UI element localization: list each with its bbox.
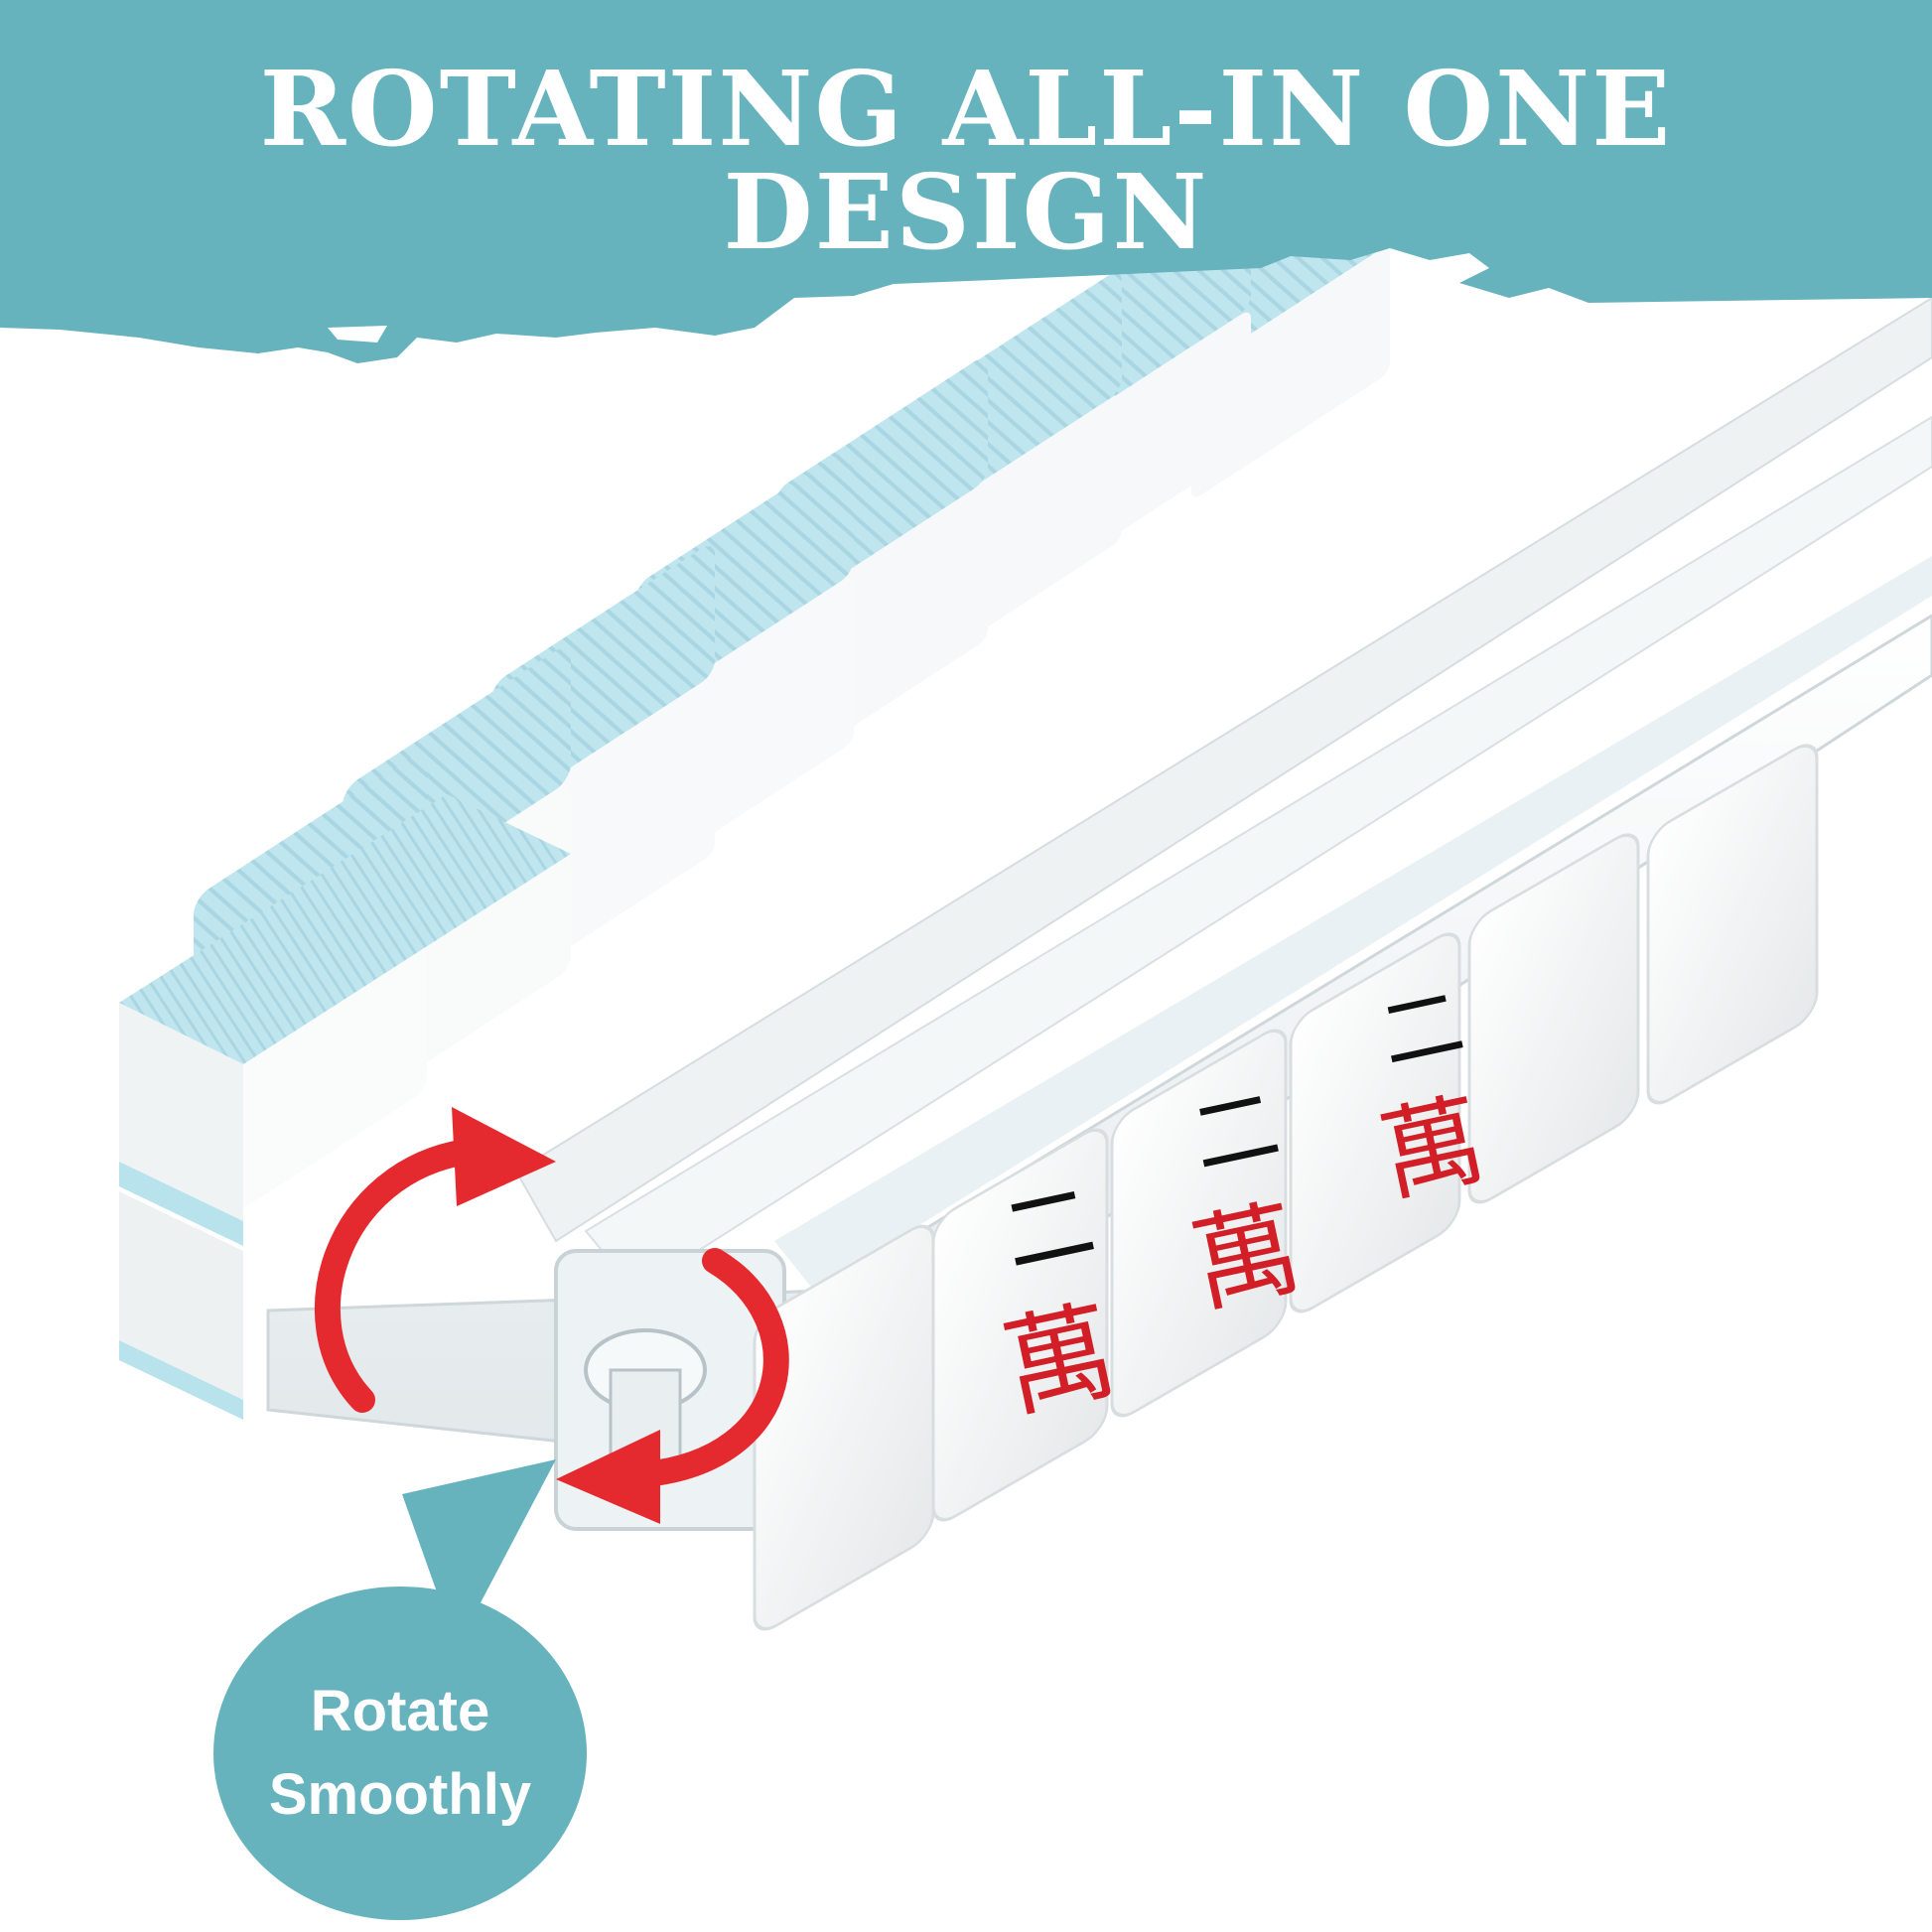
callout-line-1: Rotate [310,1679,490,1743]
speech-bubble [213,1459,587,1920]
callout-text: Rotate Smoothly [216,1670,584,1837]
front-rack-back-wall [774,556,1932,1291]
front-row-tiles [753,744,1819,1631]
back-row-tiles [119,130,1390,1420]
banner-tear [328,326,387,343]
header-banner [0,0,1932,363]
back-rack-rail [514,296,1932,1243]
headline: ROTATING ALL-IN ONE DESIGN [259,48,1673,273]
callout-line-2: Smoothly [268,1762,532,1827]
rotate-arrow-icon [315,1107,789,1524]
